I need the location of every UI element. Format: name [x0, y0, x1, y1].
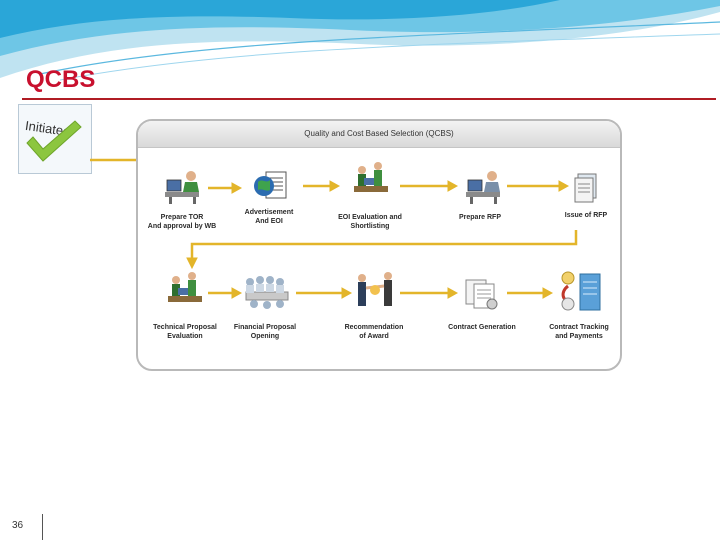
- group-table-icon: [245, 276, 289, 309]
- team-meeting-icon: [354, 162, 388, 192]
- diagram-title: Quality and Cost Based Selection (QCBS): [304, 129, 454, 138]
- checkmark-icon: [26, 120, 82, 162]
- handshake-icon: [358, 272, 392, 306]
- step-label-technical-evaluation: Technical Proposal Evaluation: [153, 324, 217, 340]
- page-number: 36: [12, 520, 24, 531]
- step-label-advertisement: Advertisement And EOI: [244, 209, 294, 225]
- step-label-financial-opening: Financial Proposal Opening: [233, 324, 297, 340]
- team-meeting-icon: [168, 272, 202, 302]
- step-label-contract-generation: Contract Generation: [448, 324, 516, 331]
- slide-title: QCBS: [26, 66, 96, 93]
- step-label-prepare-tor: Prepare TOR And approval by WB: [147, 214, 217, 230]
- step-label-prepare-rfp: Prepare RFP: [458, 214, 502, 221]
- person-at-desk-icon: [165, 171, 199, 204]
- title-rule: [22, 98, 716, 100]
- initiated-badge: Initiated: [18, 104, 92, 174]
- server-tracking-icon: [561, 271, 601, 311]
- person-at-desk-icon: [466, 171, 500, 204]
- globe-document-icon: [254, 171, 287, 199]
- step-label-eoi-evaluation: EOI Evaluation and Shortlisting: [338, 214, 402, 230]
- documents-seal-icon: [465, 279, 498, 310]
- step-label-recommendation: Recommendation of Award: [344, 324, 404, 340]
- page-divider: [42, 514, 43, 540]
- step-label-issue-rfp: Issue of RFP: [564, 212, 608, 219]
- diagram-header: Quality and Cost Based Selection (QCBS): [138, 121, 620, 148]
- document-stack-icon: [574, 173, 597, 203]
- header-swoosh: [0, 0, 720, 81]
- step-label-contract-tracking: Contract Tracking and Payments: [549, 324, 609, 340]
